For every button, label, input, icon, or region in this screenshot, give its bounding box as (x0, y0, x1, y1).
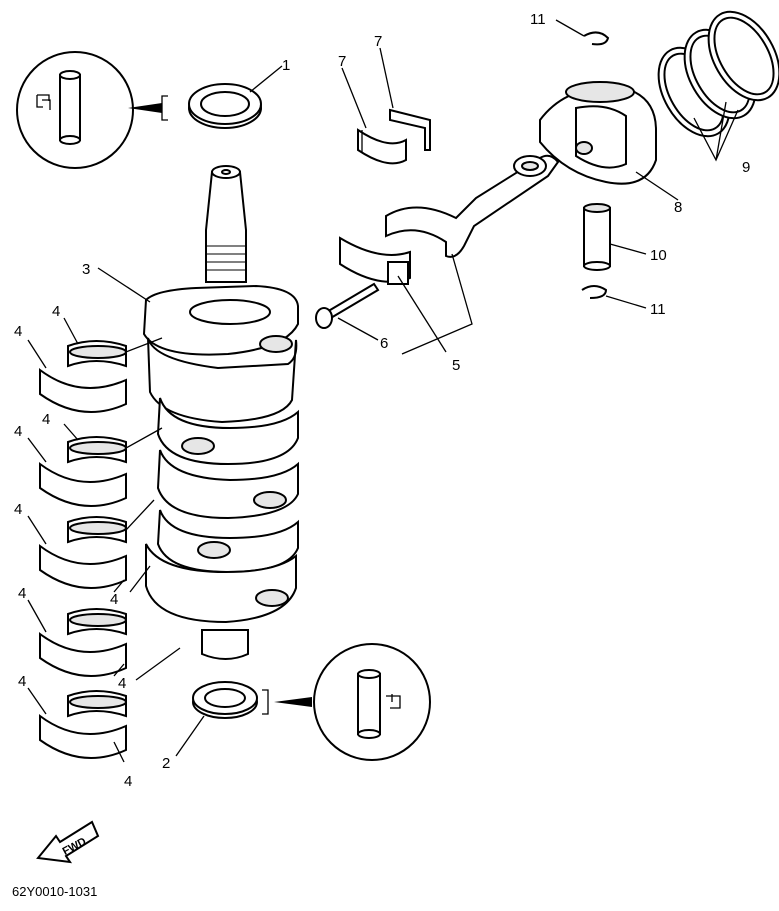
callout-1: 1 (282, 57, 290, 74)
drawing-code: 62Y0010-1031 (12, 884, 97, 899)
callout-9: 9 (742, 159, 750, 176)
callout-4i: 4 (18, 673, 26, 690)
piston (539, 81, 657, 185)
detail-view-upper-seal (16, 51, 168, 169)
rod-bolt (315, 282, 380, 329)
oil-seal-upper (188, 83, 262, 129)
forward-direction-arrow: FWD (36, 820, 100, 864)
callout-7a: 7 (338, 53, 346, 70)
bearing-7-pair (357, 108, 431, 165)
callout-4g: 4 (18, 585, 26, 602)
piston-pin (583, 203, 611, 271)
piston-rings (657, 10, 779, 138)
callout-4c: 4 (42, 411, 50, 428)
callout-4f: 4 (110, 591, 118, 608)
oil-seal-lower (192, 681, 258, 719)
crankshaft (142, 165, 299, 660)
callout-3: 3 (82, 261, 90, 278)
callout-2: 2 (162, 755, 170, 772)
callout-7b: 7 (374, 33, 382, 50)
callout-10: 10 (650, 247, 667, 264)
callout-4e: 4 (14, 501, 22, 518)
callout-11a: 11 (530, 11, 546, 28)
circlip-upper (583, 31, 610, 46)
callout-4d: 4 (14, 423, 22, 440)
callout-4a: 4 (52, 303, 60, 320)
callout-4h: 4 (118, 675, 126, 692)
callout-6: 6 (380, 335, 388, 352)
main-bearings-4 (39, 340, 127, 759)
callout-5: 5 (452, 357, 460, 374)
detail-view-lower-seal (262, 643, 431, 761)
callout-11b: 11 (650, 301, 666, 318)
callout-8: 8 (674, 199, 682, 216)
circlip-lower (581, 285, 608, 299)
callout-4b: 4 (14, 323, 22, 340)
connecting-rod (339, 154, 560, 285)
bearing-leader-lines (27, 317, 181, 763)
callout-4j: 4 (124, 773, 132, 790)
